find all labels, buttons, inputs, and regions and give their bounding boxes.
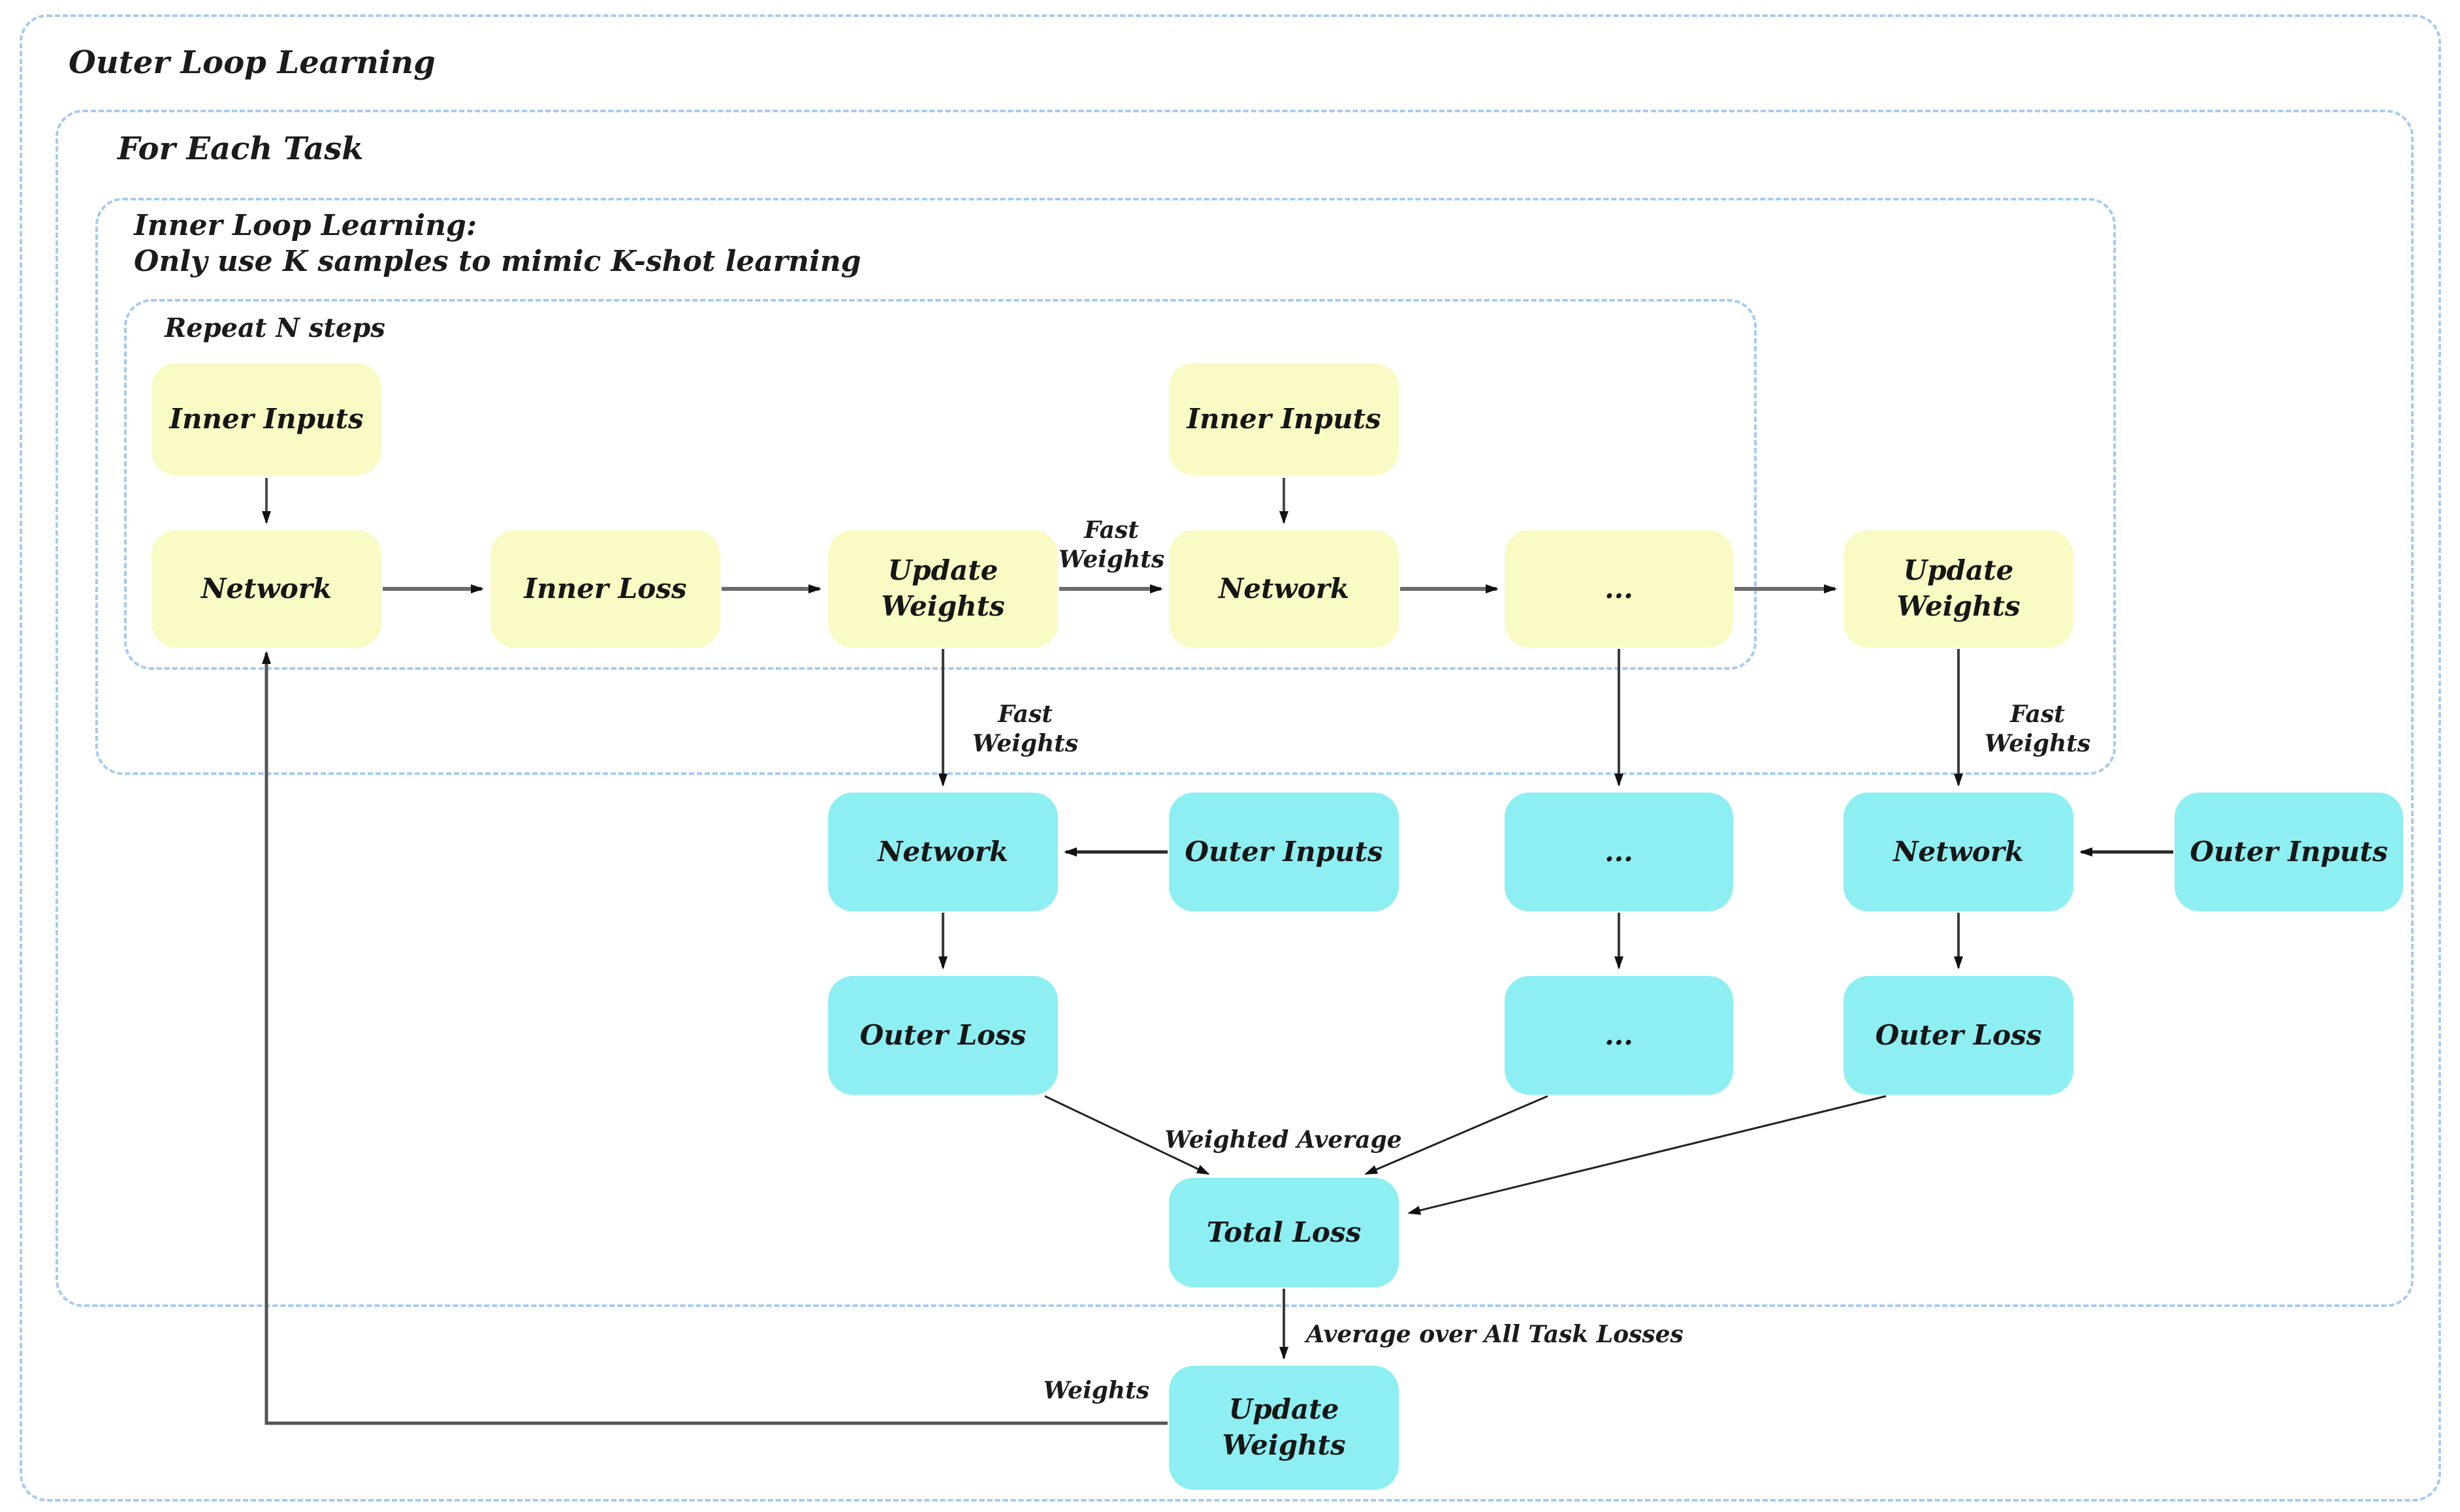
node-label: Network	[1219, 572, 1349, 605]
outer-loop-learning-label: Outer Loop Learning	[69, 44, 436, 81]
node-label: Inner Loss	[524, 572, 687, 605]
outer-loop-learning-box	[20, 14, 2441, 1502]
node-outer-loss-2: Outer Loss	[1844, 976, 2073, 1095]
node-network-outer-2: Network	[1844, 793, 2073, 911]
node-outer-inputs-1: Outer Inputs	[1169, 793, 1399, 911]
edge-label-fast-weights-3: Fast Weights	[1984, 701, 2091, 757]
for-each-task-box	[56, 110, 2414, 1307]
node-label: Outer Loss	[1875, 1018, 2042, 1051]
node-network-inner-1: Network	[152, 530, 381, 648]
node-outer-inputs-2: Outer Inputs	[2175, 793, 2403, 911]
node-label: Outer Inputs	[2190, 835, 2388, 868]
edge-label-weights: Weights	[1043, 1377, 1149, 1404]
edge-label-fast-weights-1: Fast Weights	[1058, 516, 1165, 573]
node-label: ...	[1605, 1018, 1633, 1051]
node-label: Outer Loss	[859, 1018, 1027, 1051]
node-ellipsis-outer-1: ...	[1505, 793, 1733, 911]
for-each-task-label: For Each Task	[118, 131, 364, 167]
node-network-outer-1: Network	[828, 793, 1058, 911]
node-label: Update Weights	[1222, 1393, 1346, 1461]
edge-label-average-over-all-task-losses: Average over All Task Losses	[1306, 1321, 1684, 1348]
node-update-weights-inner-2: Update Weights	[1844, 530, 2073, 648]
node-network-inner-2: Network	[1169, 530, 1399, 648]
node-label: Network	[1893, 835, 2024, 868]
node-ellipsis-inner: ...	[1505, 530, 1733, 648]
node-update-weights-outer: Update Weights	[1169, 1366, 1399, 1490]
node-outer-loss-1: Outer Loss	[828, 976, 1058, 1095]
node-label: Outer Inputs	[1185, 835, 1383, 868]
node-update-weights-inner-1: Update Weights	[828, 530, 1058, 648]
node-label: Update Weights	[1896, 554, 2021, 622]
node-inner-inputs-1: Inner Inputs	[152, 363, 381, 475]
node-inner-inputs-2: Inner Inputs	[1169, 363, 1399, 475]
node-label: Network	[878, 835, 1008, 868]
node-label: ...	[1605, 572, 1633, 605]
edge-label-fast-weights-2: Fast Weights	[972, 701, 1079, 757]
edge-label-weighted-average: Weighted Average	[1164, 1126, 1402, 1154]
node-label: ...	[1605, 835, 1633, 868]
node-total-loss: Total Loss	[1169, 1178, 1399, 1287]
node-inner-loss: Inner Loss	[490, 530, 720, 648]
node-label: Network	[201, 572, 332, 605]
node-label: Inner Inputs	[1187, 402, 1381, 435]
node-label: Total Loss	[1206, 1216, 1362, 1248]
node-ellipsis-outer-2: ...	[1505, 976, 1733, 1095]
node-label: Inner Inputs	[169, 402, 364, 435]
node-label: Update Weights	[881, 554, 1005, 622]
repeat-n-steps-label: Repeat N steps	[165, 313, 385, 343]
inner-loop-learning-label: Inner Loop Learning: Only use K samples …	[134, 209, 861, 278]
